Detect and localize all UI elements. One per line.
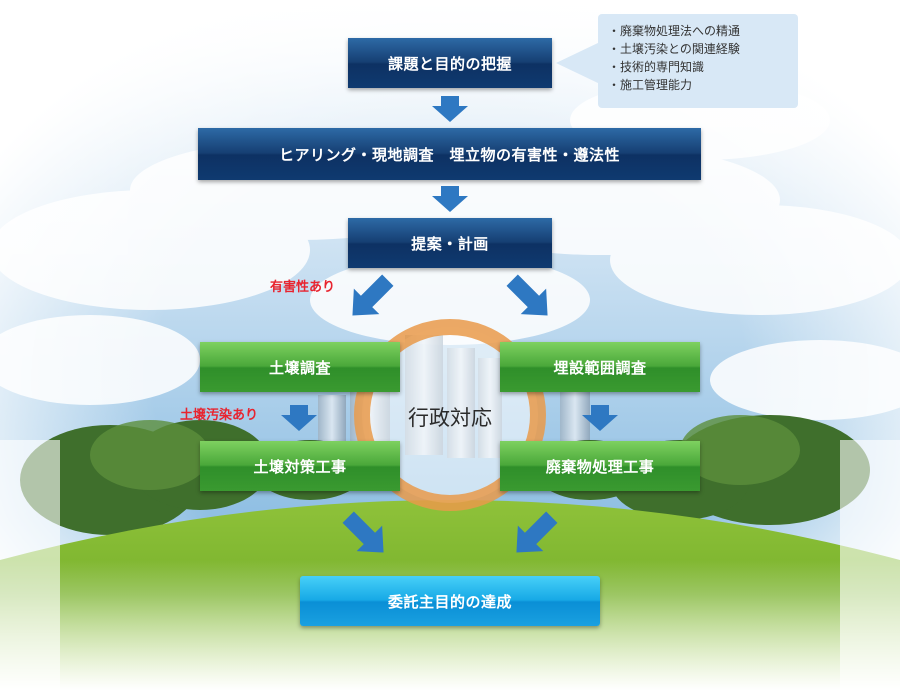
client-goal-box: 委託主目的の達成 (300, 576, 600, 626)
capability-callout: 廃棄物処理法への精通 土壌汚染との関連経験 技術的専門知識 施工管理能力 (598, 14, 798, 108)
task-understanding-box: 課題と目的の把握 (348, 38, 552, 88)
soil-survey-box: 土壌調査 (200, 342, 400, 392)
administrative-response-label: 行政対応 (380, 402, 520, 432)
proposal-plan-box: 提案・計画 (348, 218, 552, 268)
waste-disposal-works-box: 廃棄物処理工事 (500, 441, 700, 491)
hazardous-note: 有害性あり (270, 276, 335, 295)
callout-item: 施工管理能力 (608, 76, 788, 94)
soil-contamination-note: 土壌汚染あり (180, 404, 258, 423)
callout-item: 廃棄物処理法への精通 (608, 22, 788, 40)
hearing-survey-box: ヒアリング・現地調査 埋立物の有害性・遵法性 (198, 128, 701, 180)
callout-item: 技術的専門知識 (608, 58, 788, 76)
buried-range-survey-box: 埋設範囲調査 (500, 342, 700, 392)
soil-remediation-works-box: 土壌対策工事 (200, 441, 400, 491)
callout-item: 土壌汚染との関連経験 (608, 40, 788, 58)
